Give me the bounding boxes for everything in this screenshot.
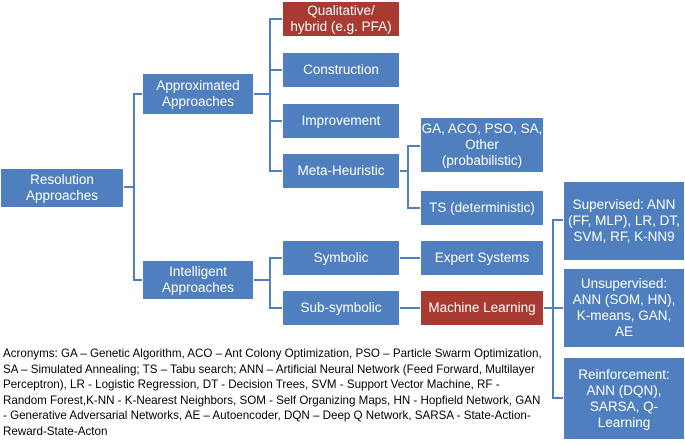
node-symbolic: Symbolic (282, 240, 400, 276)
node-ts-deterministic: TS (deterministic) (420, 190, 544, 226)
connector-approx-qualitative (254, 18, 282, 95)
node-unsupervised: Unsupervised: ANN (SOM, HN), K-means, GA… (563, 268, 685, 348)
node-reinforcement: Reinforcement: ANN (DQN), SARSA, Q- Lear… (563, 357, 685, 440)
connector-approx-metaheuristic (269, 94, 282, 172)
node-improvement: Improvement (282, 103, 400, 139)
node-machine-learning: Machine Learning (420, 290, 544, 326)
node-expert-systems: Expert Systems (420, 240, 544, 276)
connector-meta-ts (407, 171, 420, 209)
acronyms-note: Acronyms: GA – Genetic Algorithm, ACO – … (3, 347, 542, 438)
node-ga-aco-probabilistic: GA, ACO, PSO, SA, Other (probabilistic) (420, 117, 544, 173)
connector-intel-symbolic (254, 257, 282, 281)
node-resolution-approaches: Resolution Approaches (0, 168, 124, 208)
connector-resolution-intelligent (133, 187, 142, 281)
node-qualitative-hybrid: Qualitative/ hybrid (e.g. PFA) (282, 1, 400, 37)
node-approximated-approaches: Approximated Approaches (142, 73, 254, 115)
connector-intel-subsymbolic (269, 280, 282, 309)
connector-meta-ga (398, 145, 420, 172)
node-supervised: Supervised: ANN (FF, MLP), LR, DT, SVM, … (563, 181, 685, 261)
node-meta-heuristic: Meta-Heuristic (282, 153, 400, 189)
connector-ml-supervised (543, 219, 563, 309)
node-construction: Construction (282, 52, 400, 88)
connector-resolution-approximated (124, 93, 142, 188)
node-sub-symbolic: Sub-symbolic (282, 290, 400, 326)
node-intelligent-approaches: Intelligent Approaches (142, 260, 254, 300)
connector-ml-reinforcement (552, 308, 563, 399)
